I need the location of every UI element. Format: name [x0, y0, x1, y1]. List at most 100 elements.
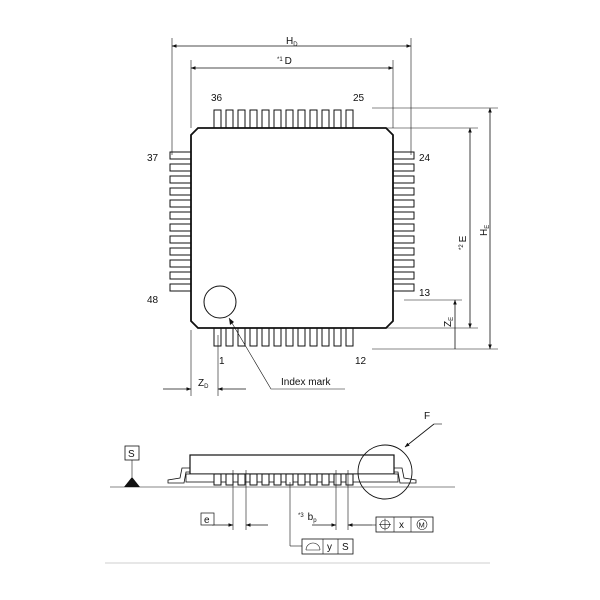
- ze-symbol: Z: [443, 321, 454, 327]
- lead-top: [225, 109, 234, 130]
- lead-bottom: [261, 326, 270, 347]
- lead-left: [169, 283, 193, 292]
- lead-bottom: [345, 326, 354, 347]
- lead-right: [391, 211, 415, 220]
- hd-dimension: HD: [171, 36, 412, 155]
- coplanarity-frame: y S: [289, 482, 354, 555]
- side-lead: [345, 473, 354, 486]
- zd-symbol: Z: [198, 378, 204, 389]
- svg-text:*3bp: *3 bp: [298, 512, 317, 524]
- pins-bottom-row: [213, 326, 354, 347]
- pin-24-label: 24: [419, 153, 431, 164]
- ze-subscript: E: [449, 317, 455, 321]
- lead-bottom: [225, 326, 234, 347]
- lead-top: [321, 109, 330, 130]
- lead-left: [169, 259, 193, 268]
- pins-top-row: [213, 109, 354, 130]
- lead-bottom: [249, 326, 258, 347]
- he-dimension: HE: [372, 107, 498, 350]
- lead-left: [169, 199, 193, 208]
- side-lead: [213, 473, 222, 486]
- side-lead: [297, 473, 306, 486]
- hd-symbol: H: [286, 36, 293, 47]
- lead-top: [297, 109, 306, 130]
- lead-top: [309, 109, 318, 130]
- pin-1-label: 1: [219, 356, 225, 367]
- side-lead: [237, 473, 246, 486]
- lead-bottom: [333, 326, 342, 347]
- lead-top: [213, 109, 222, 130]
- lead-top: [249, 109, 258, 130]
- he-subscript: E: [485, 225, 491, 229]
- d-prefix: *1: [277, 57, 283, 63]
- lead-left: [169, 211, 193, 220]
- mmc-modifier-icon: [416, 519, 428, 530]
- lead-width-dimension: *3 bp: [298, 470, 372, 530]
- pitch-dimension: e: [200, 470, 268, 530]
- e-symbol: E: [458, 235, 469, 242]
- bp-symbol: b: [308, 512, 314, 523]
- index-mark-label: Index mark: [281, 377, 331, 388]
- lead-left: [169, 163, 193, 172]
- profile-surface-icon: [305, 542, 321, 551]
- side-lead: [249, 473, 258, 486]
- lead-left: [169, 247, 193, 256]
- pin-36-label: 36: [211, 93, 223, 104]
- lead-right: [391, 283, 415, 292]
- lead-bottom: [273, 326, 282, 347]
- position-tolerance-frame: x M: [372, 516, 434, 533]
- lead-left: [169, 271, 193, 280]
- e-prefix: *2: [459, 244, 465, 250]
- svg-text:ZD: ZD: [198, 378, 209, 390]
- zd-dimension: ZD: [163, 330, 246, 396]
- svg-text:HD: HD: [286, 36, 298, 48]
- pin-25-label: 25: [353, 93, 365, 104]
- lead-right: [391, 175, 415, 184]
- datum-s-label: S: [128, 449, 135, 460]
- svg-text:HE: HE: [479, 225, 491, 236]
- lead-right: [391, 163, 415, 172]
- bp-prefix: *3: [298, 513, 304, 519]
- side-lead: [309, 473, 318, 486]
- tol-y-label: y: [327, 542, 332, 553]
- lead-left: [169, 235, 193, 244]
- lead-right: [391, 271, 415, 280]
- side-view-leads: [213, 473, 354, 486]
- bp-subscript: p: [313, 518, 317, 524]
- lead-left: [169, 151, 193, 160]
- side-lead: [333, 473, 342, 486]
- pin-13-label: 13: [419, 288, 431, 299]
- lead-right: [391, 247, 415, 256]
- lead-top: [261, 109, 270, 130]
- svg-text:ZE: ZE: [443, 317, 455, 327]
- lead-bottom: [213, 326, 222, 347]
- pin-48-label: 48: [147, 295, 159, 306]
- lead-right: [391, 187, 415, 196]
- lead-top: [333, 109, 342, 130]
- pins-right-column: [391, 151, 415, 292]
- lead-left: [169, 175, 193, 184]
- detail-f-circle: [357, 444, 413, 500]
- side-lead: [273, 473, 282, 486]
- pin-37-label: 37: [147, 153, 159, 164]
- pins-left-column: [169, 151, 193, 292]
- index-mark-arrow: [229, 318, 234, 325]
- lead-top: [273, 109, 282, 130]
- index-mark-circle: [203, 285, 237, 319]
- he-symbol: H: [479, 229, 490, 236]
- lead-right: [391, 259, 415, 268]
- lead-top: [345, 109, 354, 130]
- side-lead: [261, 473, 270, 486]
- datum-triangle: [124, 477, 140, 487]
- svg-text:*2E: *2 E: [458, 235, 469, 250]
- lead-top: [285, 109, 294, 130]
- lead-left: [169, 223, 193, 232]
- pin-12-label: 12: [355, 356, 367, 367]
- zd-subscript: D: [204, 384, 209, 390]
- side-lead: [285, 473, 294, 486]
- lead-bottom: [285, 326, 294, 347]
- ze-dimension: ZE: [404, 299, 462, 349]
